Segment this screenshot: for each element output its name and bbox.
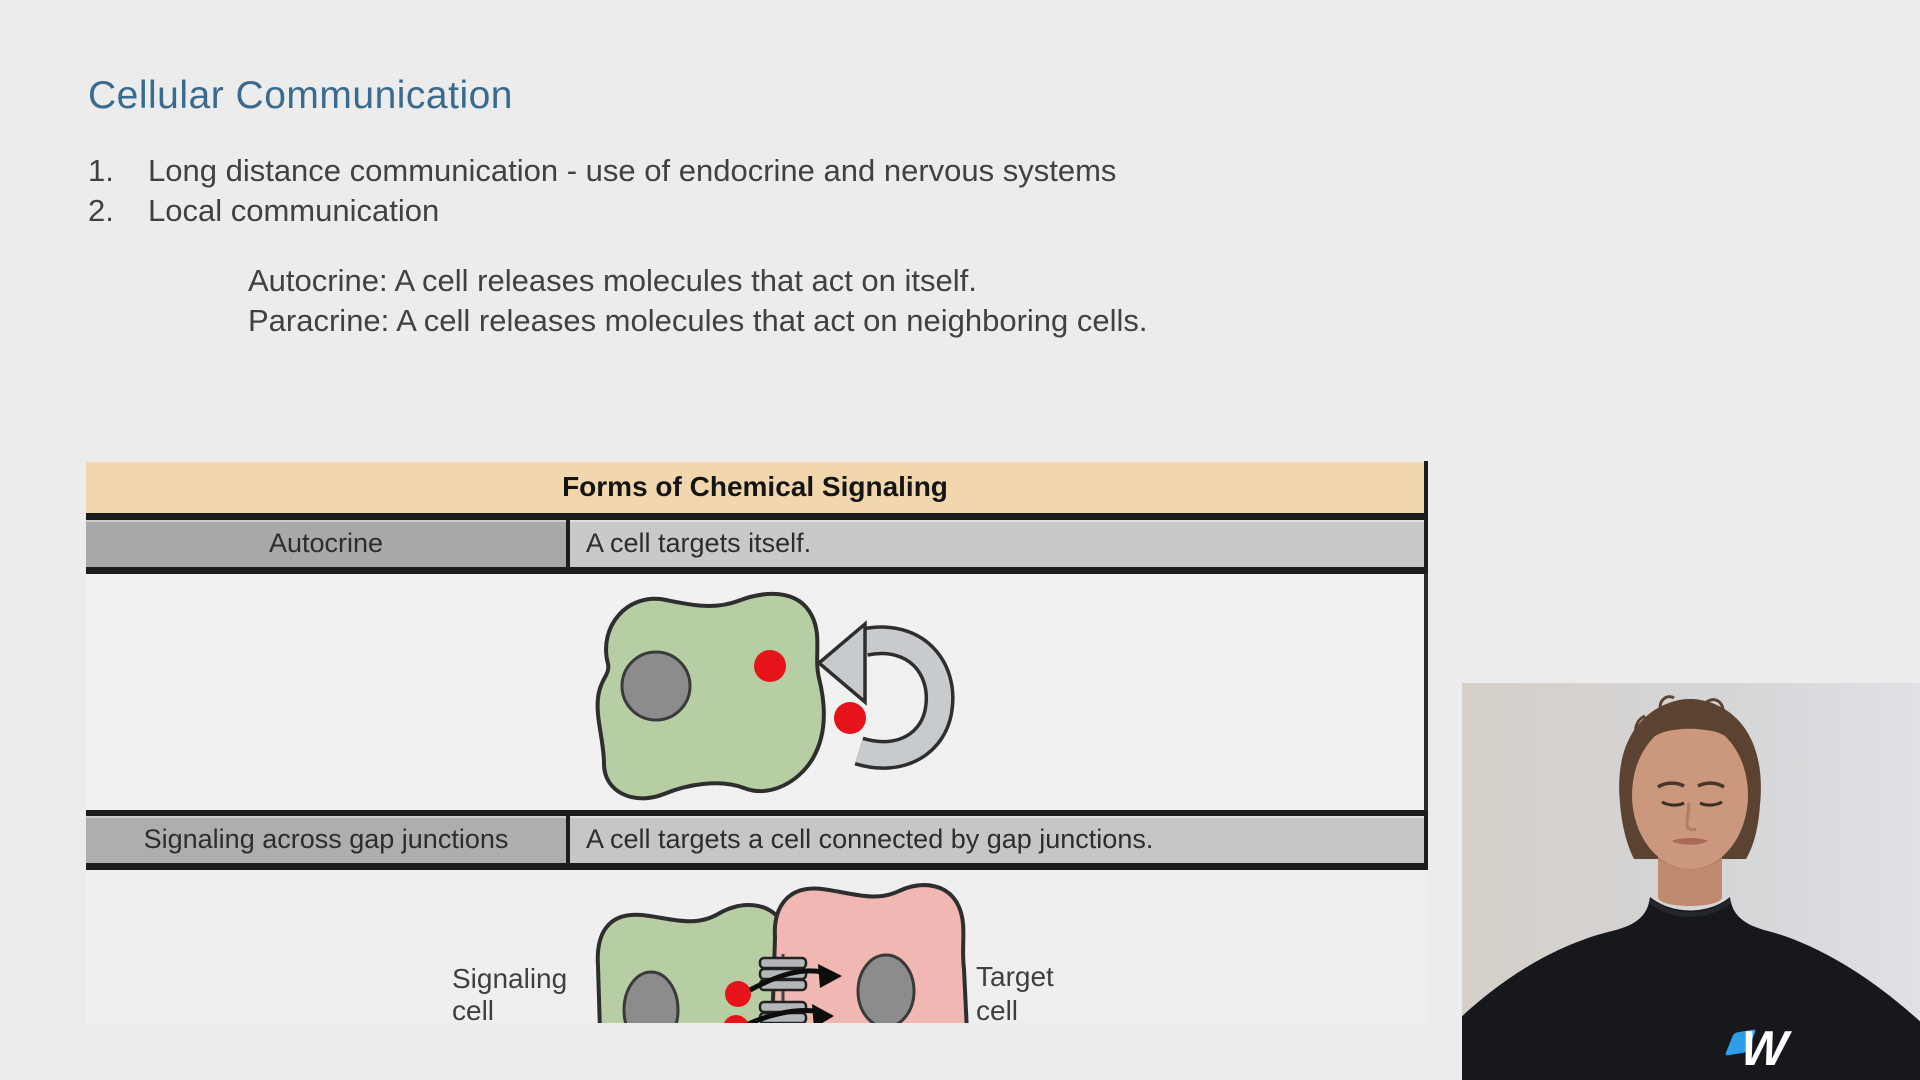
molecule-dot <box>834 702 866 734</box>
shirt-collar <box>1648 899 1732 917</box>
page-title: Cellular Communication <box>88 74 513 117</box>
definition-lines: Autocrine: A cell releases molecules tha… <box>248 261 1148 341</box>
list-number: 1. <box>88 153 114 188</box>
autocrine-definition: Autocrine: A cell releases molecules tha… <box>248 263 977 298</box>
hair-strand <box>1658 695 1675 714</box>
list-item: 1. Long distance communication - use of … <box>88 151 1116 191</box>
row-description: A cell targets a cell connected by gap j… <box>570 816 1424 863</box>
target-cell-label: Target <box>976 961 1054 992</box>
webcam-overlay: W <box>1462 683 1920 1080</box>
transfer-arrow <box>748 968 823 993</box>
row-label: Autocrine <box>86 520 570 567</box>
row-description: A cell targets itself. <box>570 520 1424 567</box>
signaling-cell-label: Signaling <box>452 963 567 994</box>
signaling-cell-label: cell <box>452 995 494 1023</box>
paracrine-definition: Paracrine: A cell releases molecules tha… <box>248 303 1148 338</box>
gap-junction-illustration-band: Signaling cell Target cell <box>86 870 1428 1023</box>
molecule-dot <box>724 1015 748 1023</box>
numbered-list: 1. Long distance communication - use of … <box>88 151 1116 231</box>
autocrine-cell-shape <box>595 591 826 801</box>
list-number: 2. <box>88 193 114 228</box>
list-text: Long distance communication - use of end… <box>148 153 1117 188</box>
molecule-dot <box>725 981 751 1007</box>
table-row-gap-junctions: Signaling across gap junctions A cell ta… <box>86 810 1428 870</box>
hair-strand <box>1700 698 1725 710</box>
return-arrow-body <box>855 628 952 767</box>
shirt-logo: W <box>1724 1022 1818 1080</box>
gap-junction-figure: Signaling cell Target cell <box>452 883 1054 1023</box>
presenter-face <box>1632 721 1748 869</box>
table-title: Forms of Chemical Signaling <box>86 461 1428 520</box>
presenter-hair-front <box>1631 709 1749 779</box>
presenter-shirt <box>1462 897 1920 1080</box>
nose <box>1685 802 1697 832</box>
target-cell-shape <box>770 883 969 1023</box>
nucleus <box>622 970 680 1023</box>
transfer-arrow-head <box>818 964 842 988</box>
eyebrow <box>1657 781 1685 789</box>
nucleus <box>620 650 692 722</box>
table-row-autocrine: Autocrine A cell targets itself. <box>86 520 1428 574</box>
autocrine-illustration-band <box>86 574 1428 810</box>
autocrine-cell-figure <box>595 591 955 801</box>
nucleus <box>856 953 916 1023</box>
list-item: 2. Local communication <box>88 191 1116 231</box>
lips <box>1672 838 1708 845</box>
return-arrow-head <box>816 620 867 706</box>
eye <box>1699 800 1723 807</box>
chemical-signaling-table: Forms of Chemical Signaling Autocrine A … <box>86 461 1428 1023</box>
transfer-arrow-head <box>812 1004 834 1023</box>
list-text: Local communication <box>148 193 440 228</box>
target-cell-label: cell <box>976 995 1018 1023</box>
logo-letter: W <box>1739 1022 1790 1076</box>
row-label: Signaling across gap junctions <box>86 816 570 863</box>
eye <box>1661 800 1685 807</box>
presenter-video <box>1462 683 1920 1080</box>
eyebrow <box>1697 781 1725 789</box>
molecule-dot <box>754 650 786 682</box>
